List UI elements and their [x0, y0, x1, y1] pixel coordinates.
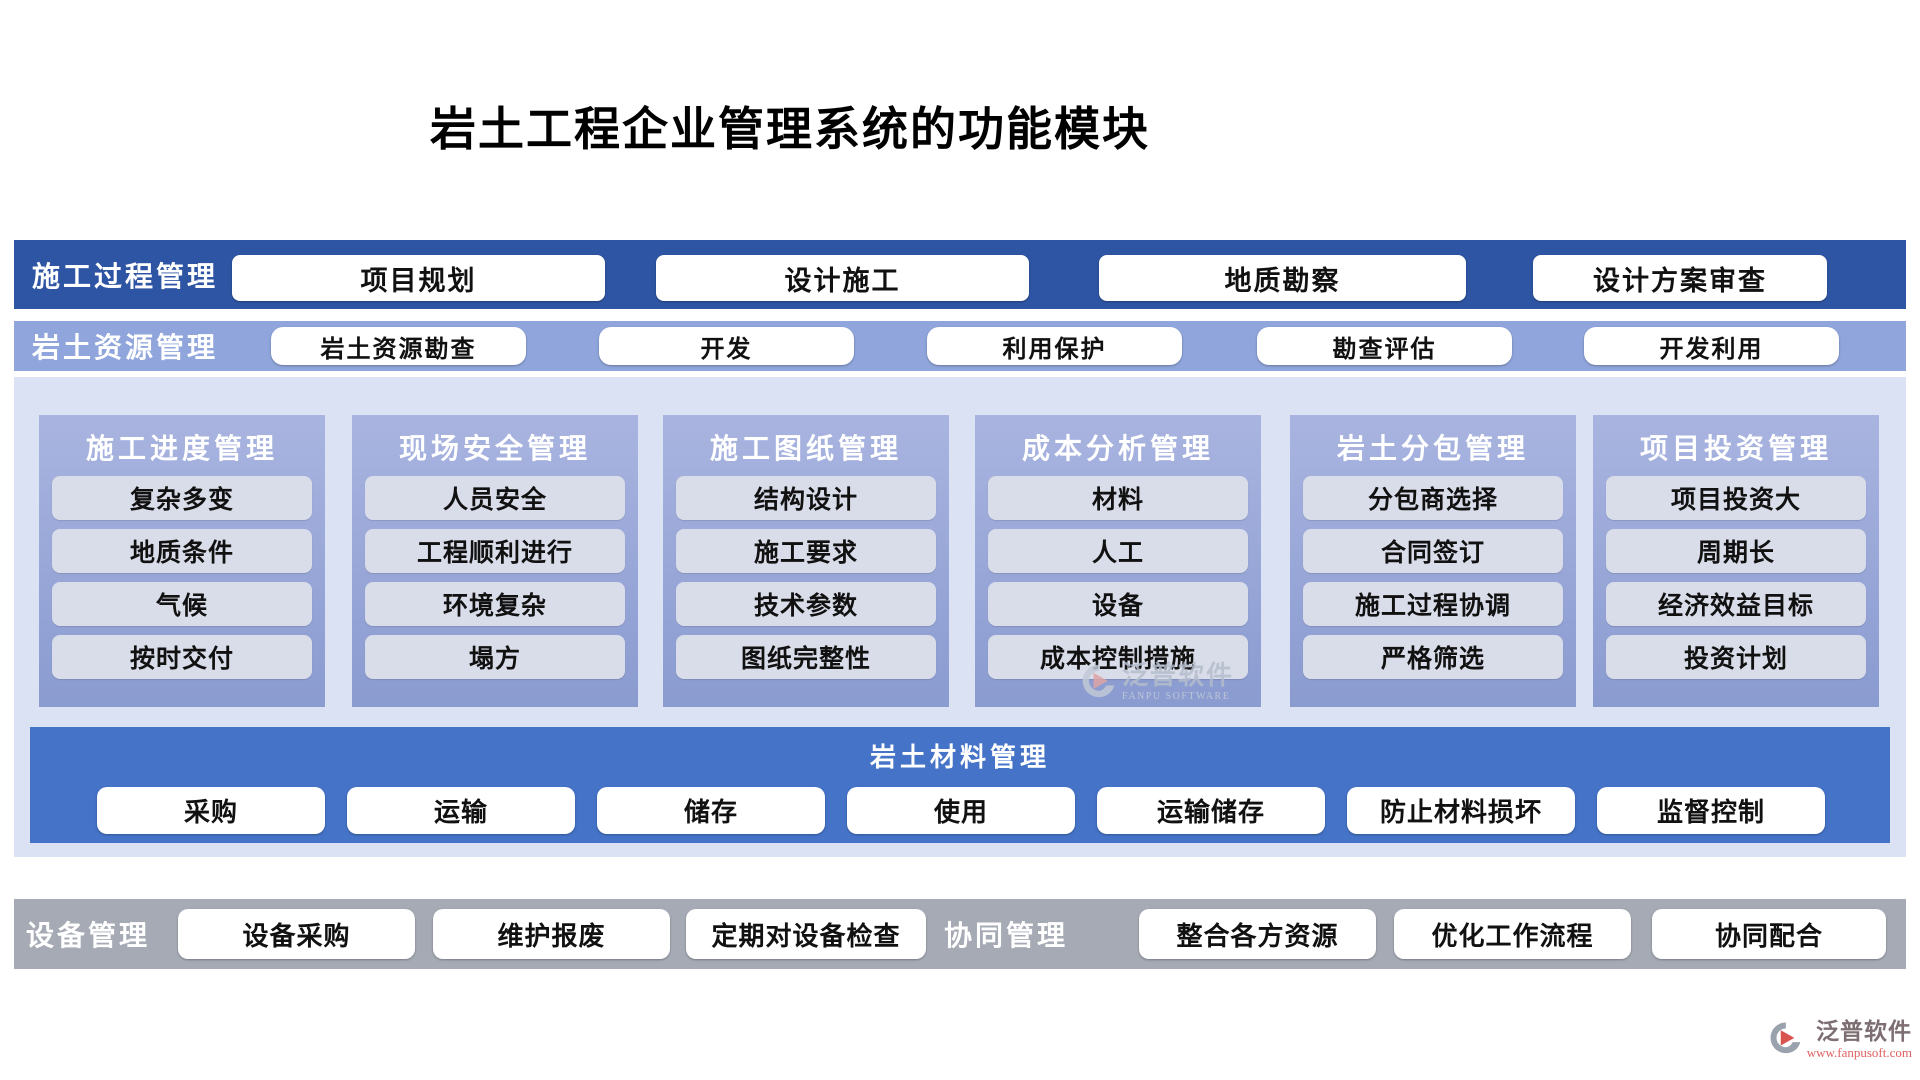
panel-construction-progress: 施工进度管理 复杂多变 地质条件 气候 按时交付	[39, 415, 325, 707]
panel-construction-drawings: 施工图纸管理 结构设计 施工要求 技术参数 图纸完整性	[663, 415, 949, 707]
geotech-resource-row: 岩土资源管理 岩土资源勘查 开发 利用保护 勘查评估 开发利用	[14, 321, 1906, 371]
brand-logo: 泛普软件 www.fanpusoft.com	[1768, 1020, 1912, 1059]
geotech-resource-item: 岩土资源勘查	[271, 327, 526, 365]
panel-item: 结构设计	[676, 476, 936, 520]
collaboration-item: 整合各方资源	[1139, 909, 1376, 959]
panel-item: 按时交付	[52, 635, 312, 679]
watermark: 泛普软件 FANPU SOFTWARE	[1080, 662, 1234, 703]
material-item: 储存	[597, 787, 825, 834]
panel-title: 施工图纸管理	[709, 434, 902, 465]
panel-item: 环境复杂	[365, 582, 625, 626]
equipment-item: 设备采购	[178, 909, 415, 959]
material-item: 采购	[97, 787, 325, 834]
panel-subcontract: 岩土分包管理 分包商选择 合同签订 施工过程协调 严格筛选	[1290, 415, 1576, 707]
collaboration-item: 优化工作流程	[1394, 909, 1631, 959]
material-item: 防止材料损坏	[1347, 787, 1575, 834]
panel-title: 施工进度管理	[85, 434, 278, 465]
panel-item: 项目投资大	[1606, 476, 1866, 520]
construction-process-label: 施工过程管理	[32, 261, 219, 293]
equipment-label: 设备管理	[26, 921, 151, 952]
geotech-resource-label: 岩土资源管理	[32, 333, 219, 364]
panel-site-safety: 现场安全管理 人员安全 工程顺利进行 环境复杂 塌方	[352, 415, 638, 707]
geotech-resource-item: 开发	[599, 327, 854, 365]
material-item: 运输储存	[1097, 787, 1325, 834]
modules-section: 施工进度管理 复杂多变 地质条件 气候 按时交付 现场安全管理 人员安全 工程顺…	[14, 377, 1906, 857]
page-title: 岩土工程企业管理系统的功能模块	[430, 103, 1150, 155]
panel-item: 人工	[988, 529, 1248, 573]
collaboration-label: 协同管理	[944, 921, 1069, 952]
material-item: 运输	[347, 787, 575, 834]
panel-item: 分包商选择	[1303, 476, 1563, 520]
material-management-title: 岩土材料管理	[869, 743, 1050, 772]
brand-name: 泛普软件	[1816, 1019, 1912, 1044]
equipment-item: 定期对设备检查	[686, 909, 926, 959]
panel-item: 工程顺利进行	[365, 529, 625, 573]
equipment-item: 维护报废	[433, 909, 670, 959]
construction-process-item: 地质勘察	[1099, 255, 1466, 301]
bottom-row: 设备管理 设备采购 维护报废 定期对设备检查 协同管理 整合各方资源 优化工作流…	[14, 899, 1906, 969]
brand-logo-icon	[1768, 1020, 1802, 1059]
panel-project-investment: 项目投资管理 项目投资大 周期长 经济效益目标 投资计划	[1593, 415, 1879, 707]
panel-item: 设备	[988, 582, 1248, 626]
construction-process-item: 项目规划	[232, 255, 605, 301]
construction-process-item: 设计施工	[656, 255, 1029, 301]
panel-item: 材料	[988, 476, 1248, 520]
panel-item: 复杂多变	[52, 476, 312, 520]
construction-process-item: 设计方案审查	[1533, 255, 1827, 301]
panel-item: 周期长	[1606, 529, 1866, 573]
panel-cost-analysis: 成本分析管理 材料 人工 设备 成本控制措施	[975, 415, 1261, 707]
collaboration-item: 协同配合	[1652, 909, 1886, 959]
panel-item: 塌方	[365, 635, 625, 679]
panel-item: 合同签订	[1303, 529, 1563, 573]
material-item: 监督控制	[1597, 787, 1825, 834]
panel-title: 现场安全管理	[398, 434, 591, 465]
watermark-name: 泛普软件	[1122, 661, 1235, 690]
panel-item: 投资计划	[1606, 635, 1866, 679]
geotech-resource-item: 开发利用	[1584, 327, 1839, 365]
geotech-resource-item: 勘查评估	[1257, 327, 1512, 365]
brand-url: www.fanpusoft.com	[1806, 1045, 1912, 1060]
panel-item: 施工过程协调	[1303, 582, 1563, 626]
panel-item: 技术参数	[676, 582, 936, 626]
panel-item: 图纸完整性	[676, 635, 936, 679]
panel-item: 地质条件	[52, 529, 312, 573]
panel-item: 人员安全	[365, 476, 625, 520]
watermark-subtitle: FANPU SOFTWARE	[1122, 691, 1231, 702]
panel-item: 经济效益目标	[1606, 582, 1866, 626]
panel-title: 成本分析管理	[1021, 434, 1214, 465]
panel-item: 成本控制措施	[988, 635, 1248, 679]
watermark-logo-icon	[1080, 662, 1116, 703]
panel-item: 气候	[52, 582, 312, 626]
panel-title: 项目投资管理	[1639, 434, 1832, 465]
panel-item: 严格筛选	[1303, 635, 1563, 679]
panel-title: 岩土分包管理	[1336, 434, 1529, 465]
material-management-bar: 岩土材料管理 采购 运输 储存 使用 运输储存 防止材料损坏 监督控制	[30, 727, 1890, 843]
material-item: 使用	[847, 787, 1075, 834]
construction-process-row: 施工过程管理 项目规划 设计施工 地质勘察 设计方案审查	[14, 240, 1906, 309]
panel-item: 施工要求	[676, 529, 936, 573]
geotech-resource-item: 利用保护	[927, 327, 1182, 365]
